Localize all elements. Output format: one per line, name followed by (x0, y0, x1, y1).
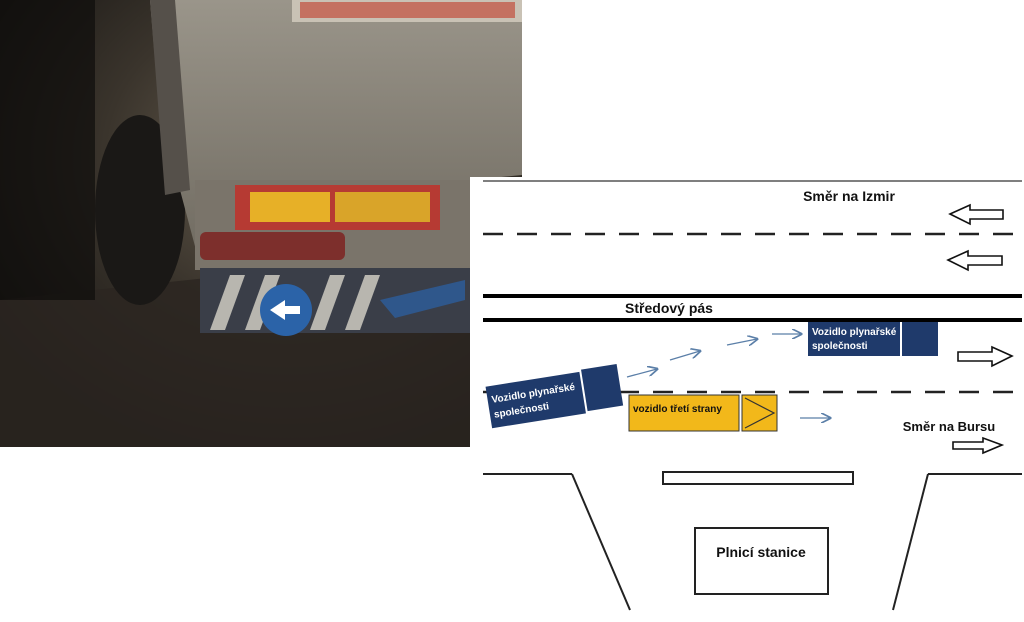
gas-vehicle-final-label-line2: společnosti (812, 341, 868, 352)
arrow-left-icon (948, 203, 1004, 226)
third-party-vehicle: vozidlo třetí strany (628, 394, 778, 432)
arrow-left-icon (946, 249, 1003, 272)
gas-vehicle-initial: Vozidlo plynařské společnosti (485, 363, 624, 429)
station-entry-left (571, 473, 631, 611)
station-label: Plnicí stanice (716, 544, 806, 560)
road-diagram: Plnicí stanice Směr na Izmir Směr na Bur… (470, 177, 1024, 617)
station-box (694, 527, 829, 595)
station-entry-right (892, 473, 929, 611)
third-party-vehicle-label: vozidlo třetí strany (633, 404, 722, 415)
truck-rear-photo (0, 0, 522, 447)
direction-bursa-label: Směr na Bursu (903, 419, 996, 434)
direction-izmir-label: Směr na Izmir (803, 188, 895, 204)
arrow-right-icon (957, 345, 1014, 368)
movement-path-arrows (626, 334, 830, 418)
station-island (662, 471, 854, 485)
gas-vehicle-final-label-line1: Vozidlo plynařské (812, 327, 897, 338)
gas-vehicle-final: Vozidlo plynařské společnosti (808, 322, 938, 356)
arrow-right-icon (952, 436, 1005, 455)
median-label: Středový pás (625, 300, 713, 316)
